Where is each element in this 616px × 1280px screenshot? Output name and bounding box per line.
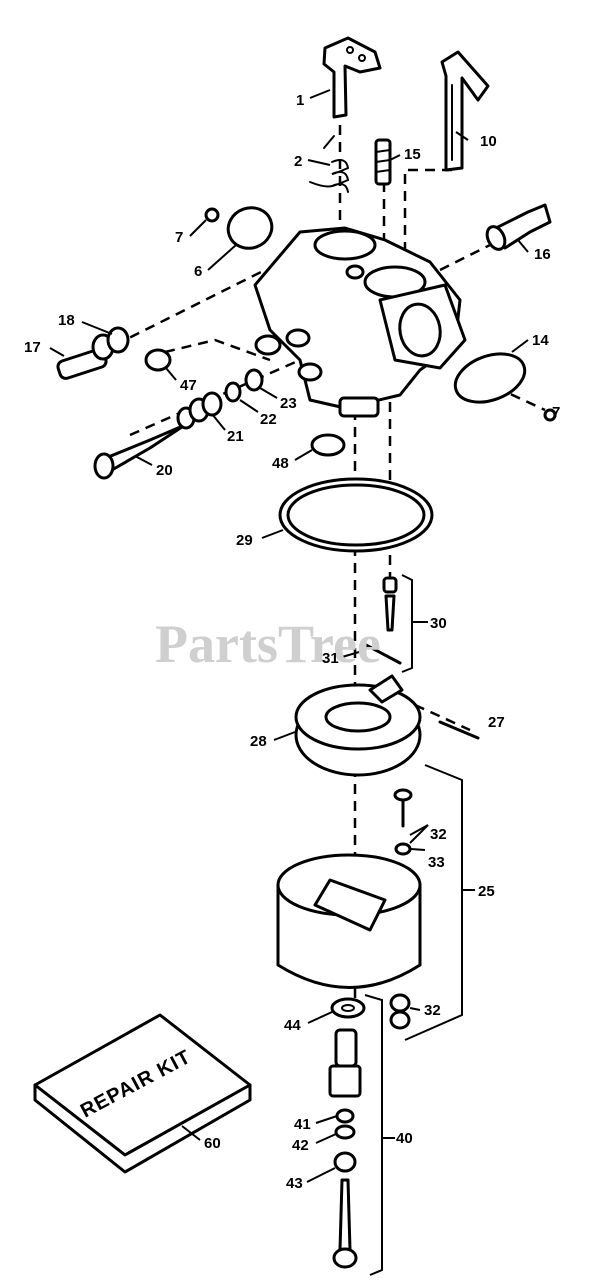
- callout-33: 33: [428, 854, 445, 871]
- part-float-bowl: [276, 853, 422, 1030]
- part-washers-22-23: [224, 368, 264, 403]
- callout-40: 40: [396, 1130, 413, 1147]
- callout-21: 21: [227, 428, 244, 445]
- part-gasket-29: [278, 477, 434, 553]
- part-fuel-fitting: [485, 203, 552, 251]
- group-brackets: [364, 574, 475, 1276]
- part-throttle-lever: [322, 36, 382, 119]
- part-float-needle: [364, 576, 402, 665]
- part-plug-47: [144, 348, 172, 372]
- callout-2: 2: [294, 153, 302, 170]
- callout-18: 18: [58, 312, 75, 329]
- part-pin-27: [438, 720, 480, 740]
- callout-32b: 32: [424, 1002, 441, 1019]
- callout-32a: 32: [430, 826, 447, 843]
- callout-16: 16: [534, 246, 551, 263]
- callout-7a: 7: [175, 229, 183, 246]
- callout-31: 31: [322, 650, 339, 667]
- callout-29: 29: [236, 532, 253, 549]
- callout-17: 17: [24, 339, 41, 356]
- callout-43: 43: [286, 1175, 303, 1192]
- callout-10: 10: [480, 133, 497, 150]
- callout-labels: 1 2 7 6 10 15 16 18 17 14 47 23 22 7 21 …: [24, 92, 560, 1192]
- part-throttle-plate: [453, 352, 557, 422]
- part-valve-32-33: [393, 788, 413, 856]
- part-repair-kit: REPAIR KIT: [33, 1013, 252, 1174]
- callout-41: 41: [294, 1116, 311, 1133]
- callout-15: 15: [404, 146, 421, 163]
- callout-28: 28: [250, 733, 267, 750]
- part-washer-44: [330, 997, 366, 1019]
- callout-60: 60: [204, 1135, 221, 1152]
- callout-7b: 7: [552, 404, 560, 421]
- callout-42: 42: [292, 1137, 309, 1154]
- callout-23: 23: [280, 395, 297, 412]
- callout-47: 47: [180, 377, 197, 394]
- callout-48: 48: [272, 455, 289, 472]
- part-needle-screw: [93, 391, 223, 480]
- callout-30: 30: [430, 615, 447, 632]
- callout-44: 44: [284, 1017, 301, 1034]
- part-screw-15: [374, 138, 392, 186]
- callout-25: 25: [478, 883, 495, 900]
- callout-27: 27: [488, 714, 505, 731]
- part-float-28: [294, 674, 422, 777]
- leader-lines: [49, 89, 529, 1183]
- callout-1: 1: [296, 92, 304, 109]
- watermark: PartsTree: [155, 614, 381, 674]
- part-spring: [309, 135, 350, 193]
- callout-6: 6: [194, 263, 202, 280]
- part-choke-lever: [440, 50, 490, 172]
- part-carburetor-body: [253, 226, 467, 418]
- part-choke-plate: [204, 206, 274, 250]
- part-idle-screw: [56, 326, 130, 380]
- callout-14: 14: [532, 332, 549, 349]
- part-seal-48: [310, 433, 346, 457]
- callout-22: 22: [260, 411, 277, 428]
- part-bowl-nut: [328, 1028, 362, 1269]
- callout-20: 20: [156, 462, 173, 479]
